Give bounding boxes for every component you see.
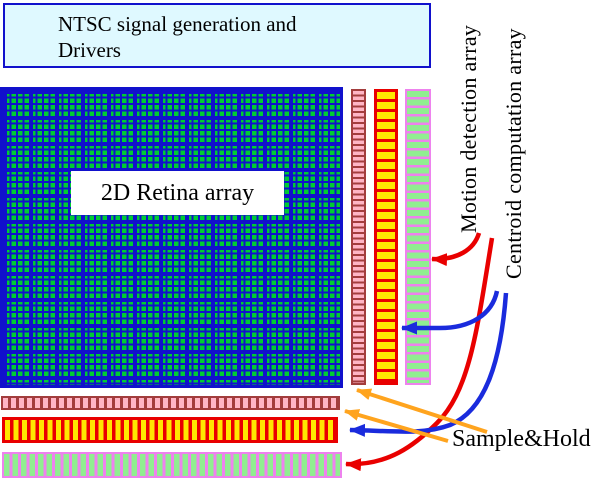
sample-hold-column-strip [351, 89, 366, 385]
motion-row-strip [2, 452, 342, 478]
motion-arrow-to-column [431, 232, 482, 267]
sample-hold-label: Sample&Hold [452, 426, 591, 452]
sample-hold-row-strip [1, 396, 340, 410]
sample-hold-arrow-to-row [344, 409, 449, 443]
centroid-row-strip [2, 417, 338, 443]
retina-grid-block: 2D Retina array [0, 87, 343, 388]
retina-array-label: 2D Retina array [71, 171, 284, 215]
centroid-column-strip [374, 89, 398, 385]
ntsc-driver-block: NTSC signal generation and Drivers [3, 3, 431, 68]
motion-column-strip [405, 89, 431, 385]
centroid-computation-label: Centroid computation array [501, 28, 526, 279]
ntsc-block-label-line1: NTSC signal generation and [58, 12, 297, 36]
ntsc-block-label-line2: Drivers [58, 38, 121, 62]
motion-detection-label: Motion detection array [456, 24, 481, 233]
